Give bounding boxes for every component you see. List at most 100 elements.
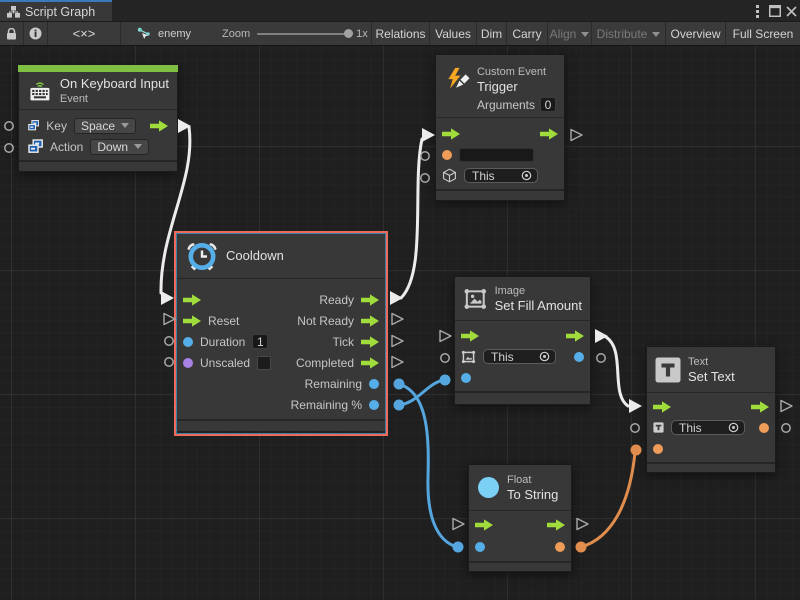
trigger-out-port[interactable] (361, 356, 379, 369)
bool-port[interactable] (183, 357, 193, 368)
trigger-in-port[interactable] (475, 518, 493, 531)
info-button[interactable] (24, 22, 48, 45)
node-on-keyboard-input[interactable]: On Keyboard Input Event Key Space (18, 65, 178, 172)
trigger-flow-row (436, 123, 564, 144)
code-icon: <×> (72, 26, 96, 41)
toolbar-button-overview[interactable]: Overview (666, 22, 726, 45)
node-trigger-custom-event[interactable]: Custom Event Trigger Arguments 0 (435, 54, 565, 201)
event-name-field[interactable] (459, 147, 534, 162)
graph-breadcrumb[interactable]: enemy (121, 22, 222, 45)
port-row: Remaining (177, 373, 385, 394)
node-kind: Image (494, 284, 526, 297)
tab-bar: Script Graph (0, 0, 800, 21)
trigger-out-port[interactable] (566, 329, 584, 342)
float-port[interactable] (183, 336, 193, 347)
node-header: Image Set Fill Amount (455, 277, 590, 321)
node-text-set-text[interactable]: Text Set Text This (646, 346, 776, 473)
node-title: Cooldown (226, 248, 284, 263)
trigger-out-port[interactable] (361, 335, 379, 348)
image-out-port[interactable] (574, 351, 584, 362)
node-cooldown[interactable]: Cooldown Ready Reset (177, 234, 385, 431)
port-label: Tick (332, 334, 354, 349)
trigger-out-port[interactable] (547, 518, 565, 531)
node-subtitle: Event (59, 92, 88, 105)
keyboard-event-icon (30, 82, 50, 101)
toolbar-button-distribute[interactable]: Distribute (592, 22, 666, 45)
key-dropdown[interactable]: Space (73, 117, 136, 134)
port-label: Reset (208, 313, 240, 328)
chevron-down-icon (652, 32, 661, 37)
target-object-picker[interactable]: This (464, 168, 538, 183)
port-label: Action (50, 139, 84, 154)
graph-pointer-icon (137, 27, 150, 39)
float-port[interactable] (475, 541, 485, 552)
lock-button[interactable] (0, 22, 24, 45)
float-out-port[interactable] (369, 378, 379, 389)
tab-script-graph[interactable]: Script Graph (0, 0, 112, 21)
toolbar-button-fullscreen[interactable]: Full Screen (732, 26, 794, 41)
zoom-slider-handle[interactable] (344, 29, 354, 38)
trigger-out-port[interactable] (540, 127, 558, 140)
node-footer (19, 160, 177, 171)
chevron-down-icon (121, 123, 129, 128)
node-footer (469, 561, 571, 571)
duration-value-field[interactable]: 1 (252, 334, 269, 349)
string-port[interactable] (442, 149, 452, 160)
graph-name: enemy (158, 27, 192, 40)
window-maximize-button[interactable] (766, 1, 784, 21)
trigger-in-port[interactable] (183, 314, 201, 327)
image-port-icon (461, 350, 476, 363)
event-accent-bar (18, 65, 178, 72)
gameobject-port-icon (443, 168, 456, 183)
chevron-down-icon (581, 32, 590, 37)
node-title: To String (507, 486, 559, 502)
port-label: Ready (319, 292, 354, 307)
text-value-row (647, 438, 775, 459)
window-menu-button[interactable] (748, 1, 766, 21)
graph-toolbar: <×> enemy Zoom 1x Relations Values Dim C… (0, 21, 800, 46)
code-preview-button[interactable]: <×> (48, 22, 121, 45)
string-port[interactable] (653, 443, 663, 454)
toolbar-button-dim[interactable]: Dim (477, 22, 507, 45)
trigger-in-port[interactable] (183, 293, 201, 306)
trigger-in-port[interactable] (442, 127, 460, 140)
target-object-picker[interactable]: This (671, 420, 745, 435)
object-picker-icon (521, 170, 532, 181)
node-footer (647, 462, 775, 472)
fill-amount-row (455, 367, 590, 388)
toolbar-button-align[interactable]: Align (548, 22, 592, 45)
node-float-to-string[interactable]: Float To String (468, 464, 572, 572)
float-port[interactable] (461, 372, 471, 383)
custom-event-icon (448, 67, 470, 89)
trigger-out-port[interactable] (150, 119, 168, 132)
trigger-in-port[interactable] (653, 400, 671, 413)
zoom-slider[interactable] (257, 29, 354, 38)
trigger-out-port[interactable] (361, 293, 379, 306)
maximize-icon (766, 2, 784, 20)
trigger-out-port[interactable] (361, 314, 379, 327)
node-footer (436, 189, 564, 200)
target-object-picker[interactable]: This (483, 349, 556, 364)
port-label: Remaining % (290, 397, 362, 412)
unscaled-checkbox[interactable] (257, 355, 272, 370)
arguments-value-field[interactable]: 0 (540, 97, 556, 112)
window-close-button[interactable] (782, 1, 800, 21)
text-out-port[interactable] (759, 422, 769, 433)
image-component-icon (464, 288, 487, 309)
string-out-port[interactable] (555, 541, 565, 552)
node-header: Custom Event Trigger Arguments 0 (436, 55, 564, 118)
toolbar-button-carry[interactable]: Carry (507, 22, 548, 45)
float-out-port[interactable] (369, 399, 379, 410)
toolbar-button-values[interactable]: Values (430, 22, 477, 45)
trigger-out-port[interactable] (751, 400, 769, 413)
kebab-menu-icon (748, 2, 766, 20)
node-image-set-fill-amount[interactable]: Image Set Fill Amount This (454, 276, 591, 405)
target-row: This (436, 165, 564, 186)
float-type-icon (478, 477, 499, 498)
trigger-in-port[interactable] (461, 329, 479, 342)
port-label: Remaining (304, 376, 362, 391)
node-header: On Keyboard Input Event (19, 72, 177, 110)
toolbar-button-relations[interactable]: Relations (372, 22, 430, 45)
action-dropdown[interactable]: Down (90, 138, 150, 155)
zoom-control: Zoom 1x (222, 22, 372, 45)
